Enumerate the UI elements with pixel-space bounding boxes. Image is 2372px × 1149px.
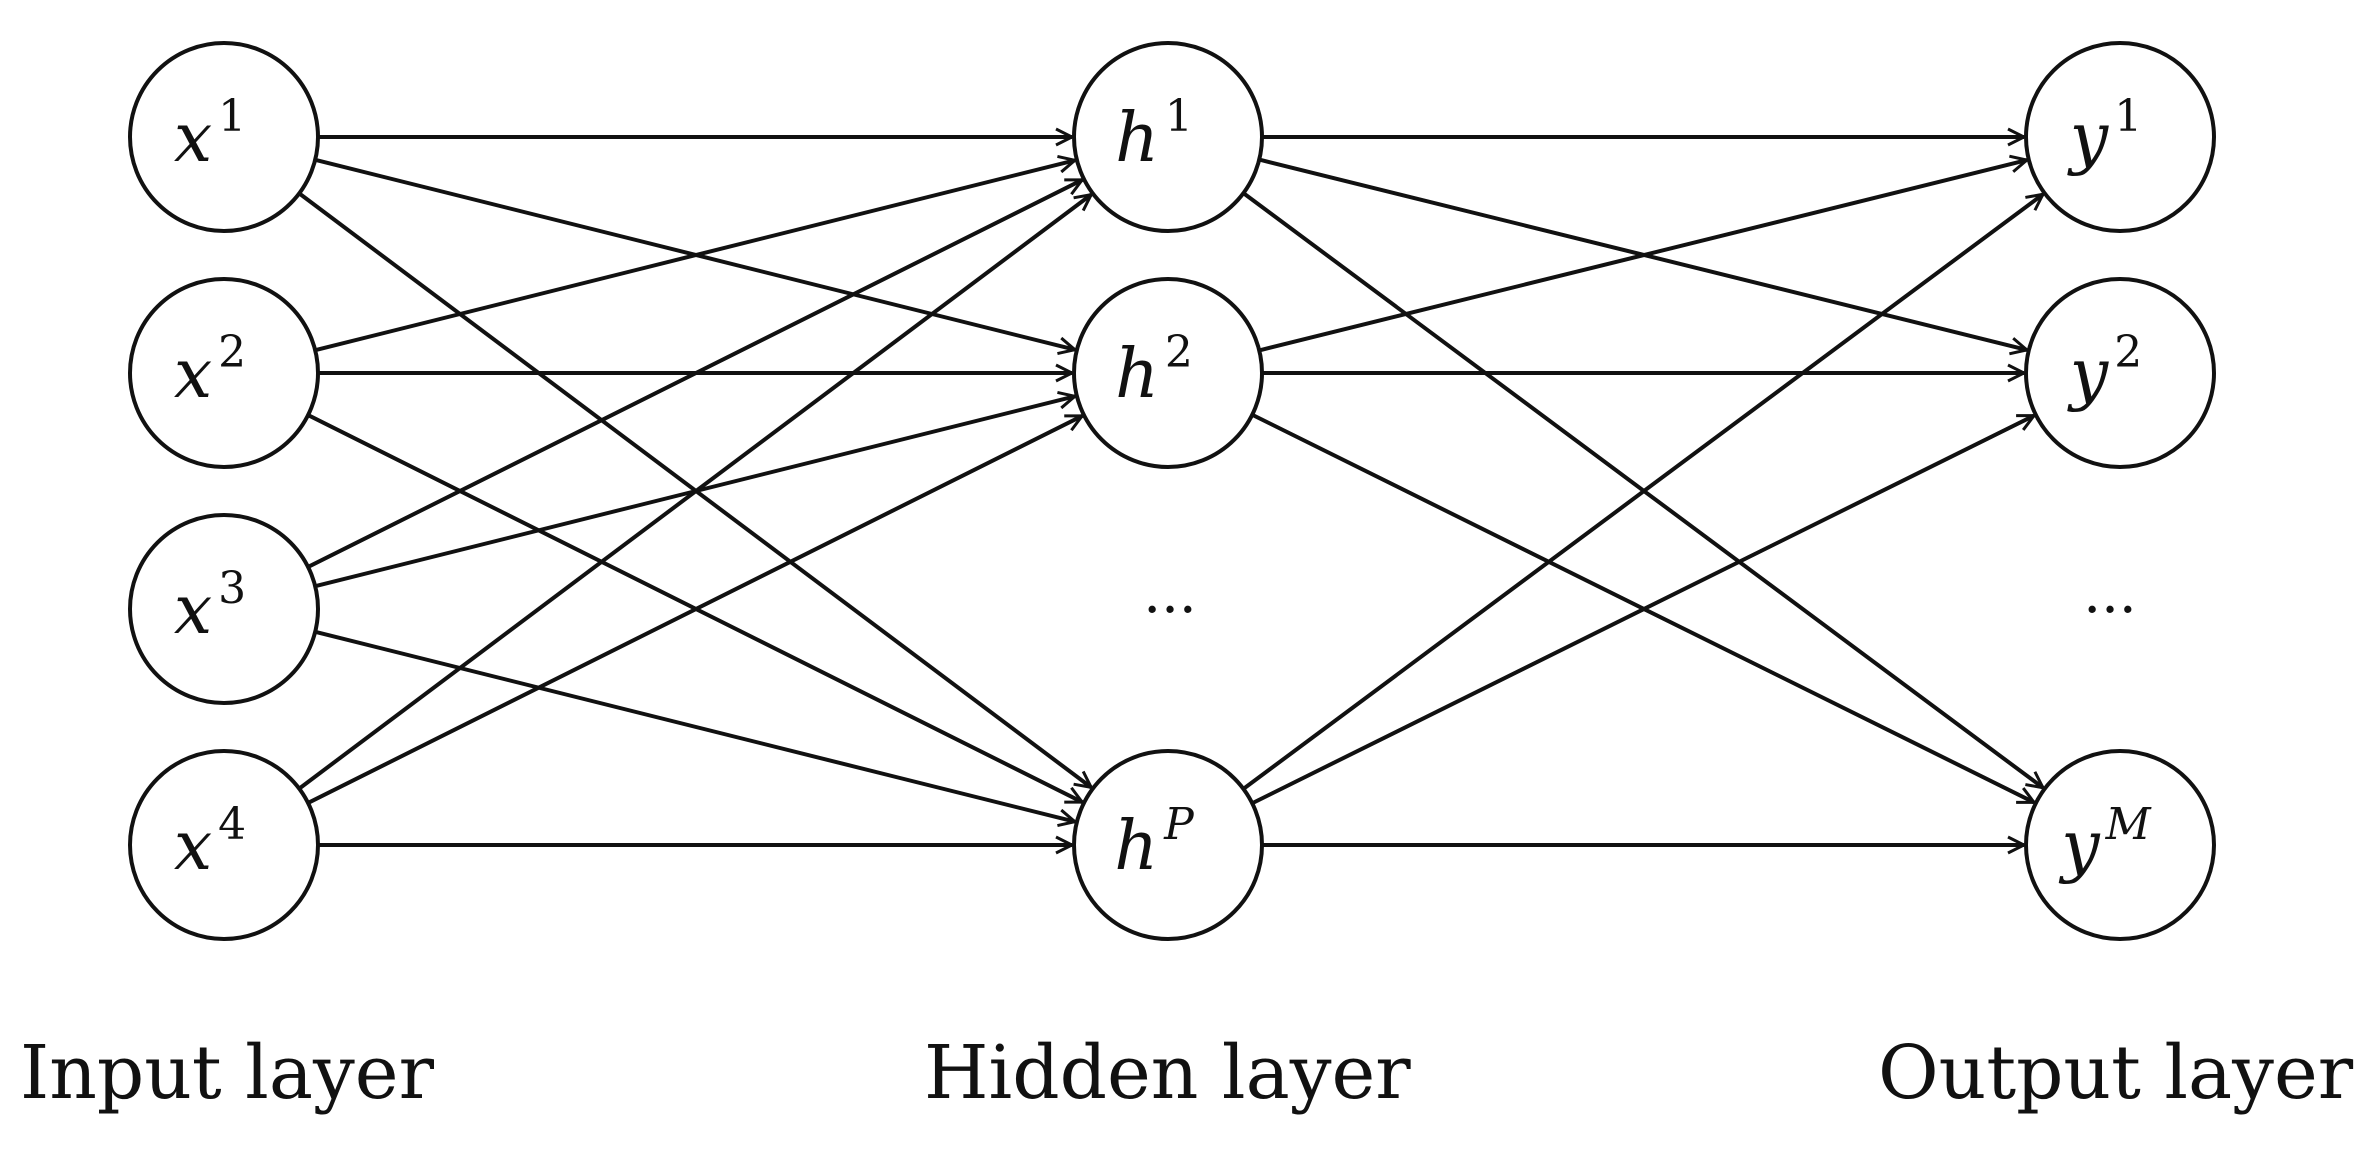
hidden-layer-ellipsis: ... [1143,561,1196,626]
input-node-4-base: x [174,807,212,886]
output-layer-ellipsis: ... [2083,561,2136,626]
output-node-3-circle [2024,749,2216,941]
connections [298,137,2043,845]
hidden-node-1-base: h [1115,99,1159,178]
output-node-2-base: y [2067,335,2110,414]
hidden-node-3-base: h [1114,807,1158,886]
hidden-node-2-superscript: 2 [1165,327,1193,378]
edge-hidden3-to-output1 [1242,194,2043,791]
input-layer-label: Input layer [20,1030,435,1116]
edge-input4-to-hidden1 [298,195,1091,791]
input-node-2-circle [128,277,320,469]
output-layer-label: Output layer [1878,1030,2354,1116]
output-node-1-superscript: 1 [2114,91,2142,142]
edge-input3-to-hidden1 [307,178,1082,569]
input-node-3-circle [128,513,320,705]
input-node-4-circle [128,749,320,941]
output-node-2-circle [2024,277,2216,469]
input-node-4-superscript: 4 [218,799,246,850]
output-node-3-superscript: M [2105,799,2152,850]
input-node-3-base: x [174,571,212,650]
hidden-node-2-circle [1072,277,1264,469]
output-node-1-circle [2024,41,2216,233]
edge-input2-to-hidden1 [314,160,1075,353]
hidden-node-1-circle [1072,41,1264,233]
edge-input4-to-hidden2 [307,414,1082,805]
input-node-2-base: x [174,335,212,414]
hidden-node-1-superscript: 1 [1165,91,1193,142]
output-node-1-base: y [2067,99,2110,178]
hidden-node-2-base: h [1115,335,1159,414]
hidden-layer-label: Hidden layer [924,1030,1411,1116]
hidden-node-3-superscript: P [1163,799,1195,850]
input-node-1-circle [128,41,320,233]
input-node-1-superscript: 1 [218,91,246,142]
edge-hidden2-to-output1 [1258,160,2027,353]
input-node-1-base: x [174,99,212,178]
edge-hidden3-to-output2 [1251,413,2034,806]
input-node-2-superscript: 2 [218,327,246,378]
output-node-2-superscript: 2 [2114,327,2142,378]
hidden-node-3-circle [1072,749,1264,941]
output-node-3-base: y [2058,807,2101,886]
input-node-3-superscript: 3 [218,563,246,614]
edge-input3-to-hidden3 [314,629,1075,822]
